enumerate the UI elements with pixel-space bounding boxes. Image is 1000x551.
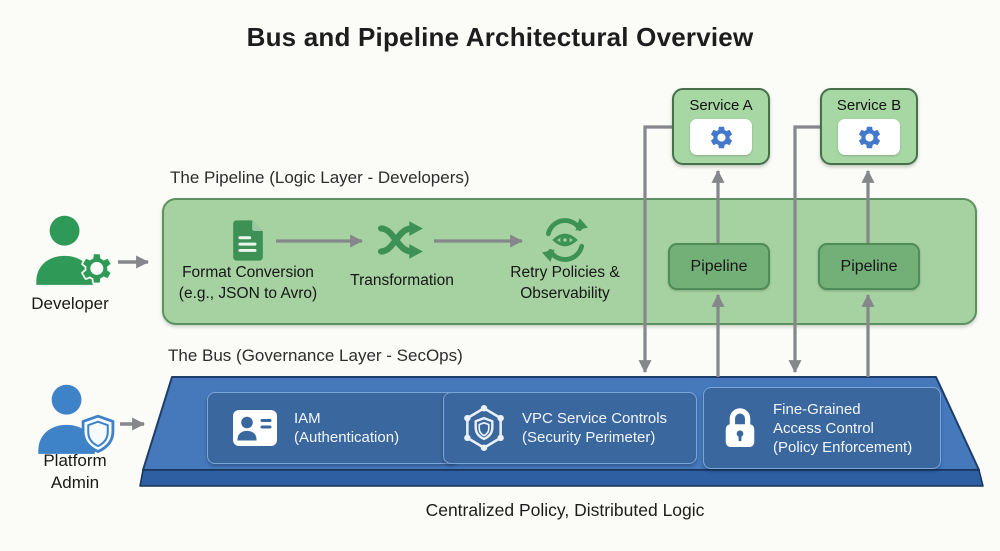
- pipeline-box-b: Pipeline: [818, 243, 920, 290]
- iam-box: IAM (Authentication): [207, 392, 459, 464]
- vpc-box: VPC Service Controls (Security Perimeter…: [443, 392, 697, 464]
- lock-icon: [725, 408, 755, 447]
- shuffle-icon: [378, 221, 423, 259]
- page-title: Bus and Pipeline Architectural Overview: [246, 22, 754, 52]
- vpc-label: VPC Service Controls (Security Perimeter…: [522, 410, 668, 446]
- retry-observability-icon: [542, 218, 588, 262]
- stage-format-conversion-label: Format Conversion (e.g., JSON to Avro): [178, 264, 318, 302]
- developer-label: Developer: [31, 294, 109, 313]
- fgac-box: Fine-Grained Access Control (Policy Enfo…: [703, 387, 941, 469]
- arrow-service-b-to-bus: [788, 125, 820, 374]
- admin-person-icon: [38, 384, 115, 454]
- shield-network-icon: [464, 405, 504, 451]
- bus-layer-label: The Bus (Governance Layer - SecOps): [168, 346, 463, 365]
- id-card-icon: [233, 410, 277, 446]
- iam-label: IAM (Authentication): [294, 410, 400, 446]
- service-b-chip: [838, 119, 900, 155]
- pipeline-layer-label: The Pipeline (Logic Layer - Developers): [170, 168, 470, 187]
- developer-person-icon: [36, 215, 113, 285]
- shield-badge-icon: [81, 414, 115, 453]
- fgac-label: Fine-Grained Access Control (Policy Enfo…: [773, 400, 913, 456]
- stage-retry-label: Retry Policies & Observability: [510, 264, 620, 302]
- service-a-box: Service A: [672, 88, 770, 165]
- stage-transformation-label: Transformation: [350, 272, 454, 289]
- document-icon: [233, 220, 263, 261]
- admin-label: Platform Admin: [43, 451, 107, 492]
- arrow-service-a-to-bus: [638, 125, 672, 374]
- gear-icon: [858, 126, 880, 148]
- service-a-chip: [690, 119, 752, 155]
- pipeline-box-a: Pipeline: [668, 243, 770, 290]
- gear-badge-icon: [81, 252, 113, 285]
- bottom-caption: Centralized Policy, Distributed Logic: [425, 500, 705, 520]
- gear-icon: [710, 126, 732, 148]
- service-b-box: Service B: [820, 88, 918, 165]
